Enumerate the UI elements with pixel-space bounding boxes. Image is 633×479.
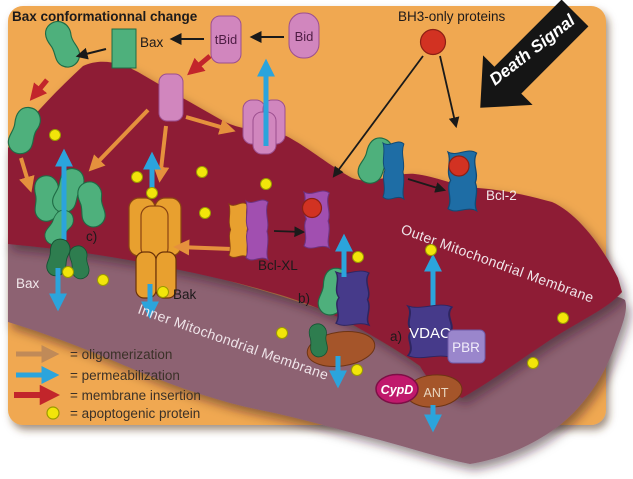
apoptogenic-dot: [196, 166, 208, 178]
tbid-inserted: [158, 73, 184, 122]
apoptogenic-dot: [527, 357, 539, 369]
diagram-title: Bax conformationnal change: [12, 9, 198, 24]
tbid-label: tBid: [215, 32, 237, 47]
oligomerization-arrow-to-bak: [173, 239, 233, 256]
bak-oligomer-front: [140, 205, 169, 259]
bclxl-sequestration-arrow: [273, 226, 306, 238]
bak-label: Bak: [173, 287, 197, 302]
tbid-insertion-arrow: [187, 54, 212, 76]
apoptogenic-dot: [97, 274, 109, 286]
bh3-to-bclxl-arrow: [332, 55, 424, 178]
bcl2-exchange-arrow: [407, 178, 447, 193]
apoptogenic-dot: [62, 266, 74, 278]
oligomerization-arrow-down: [153, 125, 170, 183]
bcl2-label: Bcl-2: [486, 188, 517, 203]
legend-oligomerization-label: = oligomerization: [70, 347, 172, 362]
bax-oligomerization-arrow: [19, 157, 35, 193]
apoptogenic-dot: [276, 327, 288, 339]
bax-inner-label: Bax: [16, 276, 40, 291]
apoptogenic-dot: [557, 312, 569, 324]
legend-membrane-insertion-label: = membrane insertion: [70, 388, 201, 403]
bh3-on-bcl2-circle: [448, 155, 470, 177]
oligomerization-arrow-right: [185, 115, 236, 135]
apoptogenic-dot: [425, 244, 437, 256]
b-label: b): [298, 291, 310, 306]
bh3-label: BH3-only proteins: [398, 9, 506, 24]
apoptogenic-dot: [260, 178, 272, 190]
bid-label: Bid: [295, 29, 314, 44]
apoptogenic-dot: [146, 187, 158, 199]
bh3-protein-circle: [419, 28, 447, 56]
cypd-protein: [375, 373, 419, 405]
apoptogenic-dot: [351, 364, 363, 376]
c-label: c): [86, 229, 97, 244]
pbr-label: PBR: [452, 340, 480, 355]
bcl2-bound-ribbon: [382, 141, 405, 200]
apoptogenic-dot: [49, 129, 61, 141]
bclxl-protein: [245, 199, 269, 261]
apoptogenic-dot: [131, 171, 143, 183]
ant-label: ANT: [424, 386, 449, 400]
bax-monomer-rect: [111, 28, 137, 69]
oligomerization-arrow-left: [88, 108, 150, 172]
pbr-protein: [447, 329, 486, 364]
death-signal-arrow: [480, 0, 589, 108]
bax-top-label: Bax: [140, 35, 164, 50]
cypd-label: CypD: [381, 383, 414, 397]
bax-insertion-arrow: [29, 78, 49, 101]
apoptogenic-dot: [352, 251, 364, 263]
tbid-protein: [210, 15, 242, 64]
legend-apoptogenic-label: = apoptogenic protein: [70, 406, 200, 421]
legend: = oligomerization = permeabilization = m…: [14, 345, 201, 421]
legend-permeabilization-label: = permeabilization: [70, 368, 180, 383]
apoptogenic-dot: [199, 207, 211, 219]
b-partner-indigo: [335, 270, 370, 327]
bax-change-arrow: [75, 47, 107, 60]
bclxl-label: Bcl-XL: [258, 258, 298, 273]
bh3-to-bcl2-arrow: [439, 55, 460, 129]
bh3-bound-circle: [301, 197, 323, 219]
apoptogenic-protein-dots: [49, 129, 569, 376]
apoptogenic-dot: [157, 286, 169, 298]
bclxl-partner-orange: [228, 202, 249, 258]
legend-apoptogenic-dot: [46, 406, 60, 420]
bid-protein: [288, 12, 320, 59]
a-label: a): [390, 329, 402, 344]
vdac-label: VDAC: [409, 325, 451, 342]
bak-inner-left: [135, 251, 157, 299]
